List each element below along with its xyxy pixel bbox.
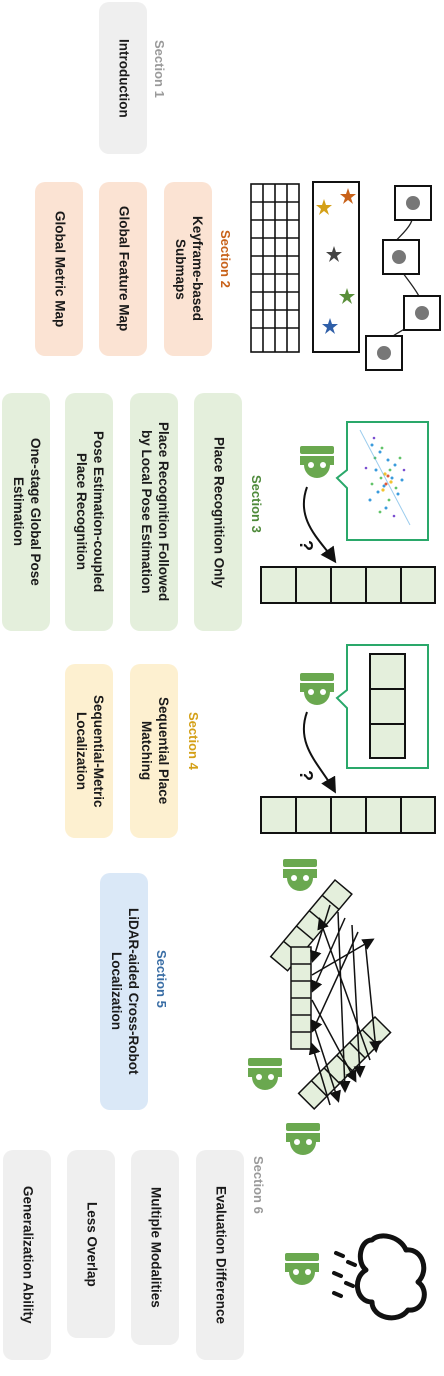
box-multiple-modalities-label: Multiple Modalities xyxy=(148,1187,164,1308)
query-mark-1: ? xyxy=(296,540,316,551)
grid-map-icon xyxy=(250,183,300,353)
box-place-recognition-only: Place Recognition Only xyxy=(194,393,242,631)
box-sequential-metric-localization-label: Sequential-Metric Localization xyxy=(74,694,106,808)
section-1-label: Section 1 xyxy=(152,40,167,98)
box-pr-followed-local-pose: Place Recognition Followed by Local Pose… xyxy=(130,393,178,631)
database-cells-2 xyxy=(260,796,436,834)
box-global-feature-map: Global Feature Map xyxy=(99,182,147,356)
query-mark-2: ? xyxy=(296,770,316,781)
box-introduction-label: Introduction xyxy=(116,38,132,118)
robot-icon xyxy=(283,859,317,891)
robot-icon xyxy=(248,1058,282,1090)
box-sequential-place-matching: Sequential Place Matching xyxy=(130,664,178,838)
section-2-label: Section 2 xyxy=(218,230,233,288)
box-evaluation-difference-label: Evaluation Difference xyxy=(213,1185,229,1325)
box-global-metric-map-label: Global Metric Map xyxy=(52,210,68,328)
section-6-label: Section 6 xyxy=(251,1156,266,1214)
box-cross-robot-localization: LiDAR-aided Cross-Robot Localization xyxy=(100,873,148,1110)
cloud-rain-icon xyxy=(332,1233,427,1321)
sequence-bubble xyxy=(335,644,429,769)
database-cells-1 xyxy=(260,566,436,604)
box-cross-robot-localization-label: LiDAR-aided Cross-Robot Localization xyxy=(109,908,141,1075)
section-3-label: Section 3 xyxy=(249,475,264,533)
box-pr-followed-local-pose-label: Place Recognition Followed by Local Pose… xyxy=(139,422,171,602)
pose-graph-icon xyxy=(365,185,441,371)
box-introduction: Introduction xyxy=(99,2,147,154)
box-pose-estimation-coupled-pr-label: Pose Estimation-coupled Place Recognitio… xyxy=(74,431,106,593)
box-one-stage-global-pose: One-stage Global Pose Estimation xyxy=(2,393,50,631)
cross-robot-arrows xyxy=(308,904,382,1106)
box-generalization-ability-label: Generalization Ability xyxy=(20,1186,36,1324)
feature-map-icon xyxy=(312,181,360,353)
section-5-label: Section 5 xyxy=(154,950,169,1008)
box-keyframe-submaps-label: Keyframe-based Submaps xyxy=(173,216,205,322)
box-place-recognition-only-label: Place Recognition Only xyxy=(211,436,227,588)
box-one-stage-global-pose-label: One-stage Global Pose Estimation xyxy=(11,438,43,586)
box-multiple-modalities: Multiple Modalities xyxy=(131,1150,179,1345)
box-evaluation-difference: Evaluation Difference xyxy=(196,1150,244,1360)
robot-icon xyxy=(300,446,334,478)
section-4-label: Section 4 xyxy=(186,712,201,770)
robot-icon xyxy=(286,1123,320,1155)
star-icon xyxy=(316,188,356,334)
box-sequential-place-matching-label: Sequential Place Matching xyxy=(139,697,171,805)
box-generalization-ability: Generalization Ability xyxy=(3,1150,51,1360)
cross-robot-maps xyxy=(269,878,392,1110)
point-cloud-icon xyxy=(335,421,429,541)
robot-icon xyxy=(285,1253,319,1285)
box-keyframe-submaps: Keyframe-based Submaps xyxy=(164,182,212,356)
box-global-feature-map-label: Global Feature Map xyxy=(116,206,132,332)
robot-icon xyxy=(300,673,334,705)
box-pose-estimation-coupled-pr: Pose Estimation-coupled Place Recognitio… xyxy=(65,393,113,631)
box-global-metric-map: Global Metric Map xyxy=(35,182,83,356)
box-less-overlap: Less Overlap xyxy=(67,1150,115,1338)
box-sequential-metric-localization: Sequential-Metric Localization xyxy=(65,664,113,838)
box-less-overlap-label: Less Overlap xyxy=(84,1201,100,1287)
